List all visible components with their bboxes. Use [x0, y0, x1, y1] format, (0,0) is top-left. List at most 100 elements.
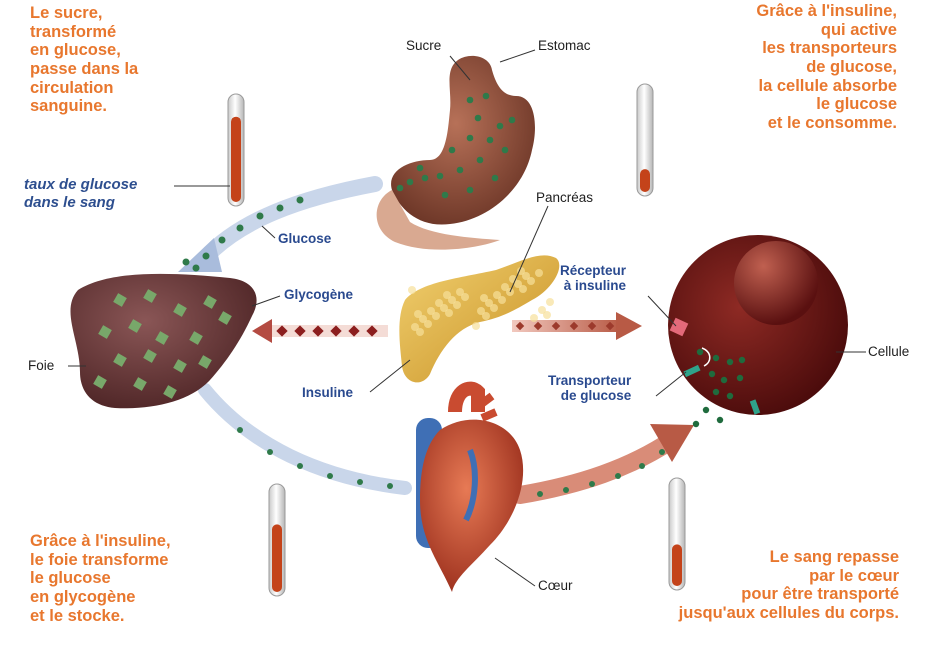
glucose-dot — [509, 117, 516, 124]
text-line: taux de glucose — [24, 176, 137, 194]
glucose-dot — [237, 225, 244, 232]
text-line: en glycogène — [30, 588, 171, 607]
text-line: les transporteurs — [756, 39, 897, 58]
label-glucose: Glucose — [278, 232, 331, 247]
text-line: passe dans la — [30, 60, 138, 79]
glucose-dot — [467, 135, 474, 142]
glucose-dot — [713, 389, 719, 395]
pancreas-lobule — [480, 294, 488, 302]
stomach — [377, 56, 535, 250]
label-cellule: Cellule — [868, 344, 909, 359]
glucose-dot — [277, 205, 284, 212]
text-line: dans le sang — [24, 194, 137, 212]
text-line: Grâce à l'insuline, — [756, 2, 897, 21]
label-foie: Foie — [28, 358, 54, 373]
glucose-dot — [475, 115, 482, 122]
label-pancreas: Pancréas — [536, 190, 593, 205]
glucose-dot — [483, 93, 490, 100]
pancreas-lobule — [456, 288, 464, 296]
tube-bottom-left — [269, 484, 285, 596]
glucose-dot — [437, 173, 444, 180]
label-transporteur: Transporteur de glucose — [548, 374, 631, 404]
glucose-dot — [449, 147, 456, 154]
glucose-dot — [713, 355, 719, 361]
text-line: en glucose, — [30, 41, 138, 60]
text-line: Le sang repasse — [679, 548, 899, 567]
text-line: transformé — [30, 23, 138, 42]
glucose-dot — [327, 473, 333, 479]
pancreas-lobule — [443, 291, 451, 299]
text-line: le glucose — [756, 95, 897, 114]
glucose-dot — [502, 147, 509, 154]
text-line: Grâce à l'insuline, — [30, 532, 171, 551]
text-top-left: Le sucre, transformé en glucose, passe d… — [30, 4, 138, 116]
pancreas-lobule — [530, 314, 538, 322]
text-bottom-left: Grâce à l'insuline, le foie transforme l… — [30, 532, 171, 625]
glucose-dot — [457, 167, 464, 174]
glucose-dot — [492, 175, 499, 182]
text-line: pour être transporté — [679, 585, 899, 604]
text-line: de glucose — [548, 389, 631, 404]
glucose-dot — [442, 192, 449, 199]
glucose-rate-caption: taux de glucose dans le sang — [24, 176, 137, 212]
glucose-dot — [537, 491, 543, 497]
tube-top-left — [228, 94, 244, 206]
glucose-dot — [219, 237, 226, 244]
pancreas — [399, 255, 559, 382]
glucose-dot — [357, 479, 363, 485]
glucose-dot — [737, 375, 743, 381]
text-line: circulation — [30, 79, 138, 98]
text-line: sanguine. — [30, 97, 138, 116]
pancreas-lobule — [435, 299, 443, 307]
text-line: à insuline — [560, 279, 626, 294]
glucose-dot — [487, 137, 494, 144]
label-insuline: Insuline — [302, 386, 353, 401]
label-glycogene: Glycogène — [284, 288, 353, 303]
glucose-dot — [193, 265, 200, 272]
glucose-dot — [497, 123, 504, 130]
glucose-dot — [397, 185, 404, 192]
glucose-dot — [203, 253, 210, 260]
glucose-dot — [467, 97, 474, 104]
liver — [70, 274, 256, 408]
pancreas-lobule — [535, 269, 543, 277]
cell — [668, 235, 848, 427]
glucose-dot — [659, 449, 665, 455]
glucose-dot — [697, 349, 703, 355]
arrow-heart-to-cell — [520, 424, 694, 495]
text-line: Le sucre, — [30, 4, 138, 23]
text-line: Transporteur — [548, 374, 631, 389]
text-line: qui active — [756, 21, 897, 40]
pancreas-lobule — [427, 307, 435, 315]
text-line: le foie transforme — [30, 551, 171, 570]
text-top-right: Grâce à l'insuline, qui active les trans… — [756, 2, 897, 132]
tube-top-right — [637, 84, 653, 196]
glucose-dot — [183, 259, 190, 266]
glucose-dot — [615, 473, 621, 479]
label-recepteur: Récepteur à insuline — [560, 264, 626, 294]
glucose-dot — [297, 463, 303, 469]
label-estomac: Estomac — [538, 38, 591, 53]
glucose-dot — [417, 165, 424, 172]
glucose-dot — [589, 481, 595, 487]
text-bottom-right: Le sang repasse par le cœur pour être tr… — [679, 548, 899, 623]
glucose-dot — [717, 417, 723, 423]
pancreas-lobule — [501, 283, 509, 291]
glucose-dot — [237, 427, 243, 433]
text-line: la cellule absorbe — [756, 77, 897, 96]
glucose-dot — [387, 483, 393, 489]
pancreas-lobule — [546, 298, 554, 306]
pancreas-lobule — [472, 322, 480, 330]
pancreas-lobule — [414, 310, 422, 318]
text-line: de glucose, — [756, 58, 897, 77]
arrow-liver-to-heart — [205, 390, 405, 488]
glucose-dot — [709, 371, 715, 377]
text-line: et le stocke. — [30, 607, 171, 626]
label-coeur: Cœur — [538, 578, 573, 593]
pancreas-lobule — [538, 306, 546, 314]
pancreas-lobule — [477, 307, 485, 315]
pancreas-lobule — [411, 323, 419, 331]
glucose-dot — [693, 421, 699, 427]
text-line: le glucose — [30, 569, 171, 588]
glucose-dot — [703, 407, 709, 413]
